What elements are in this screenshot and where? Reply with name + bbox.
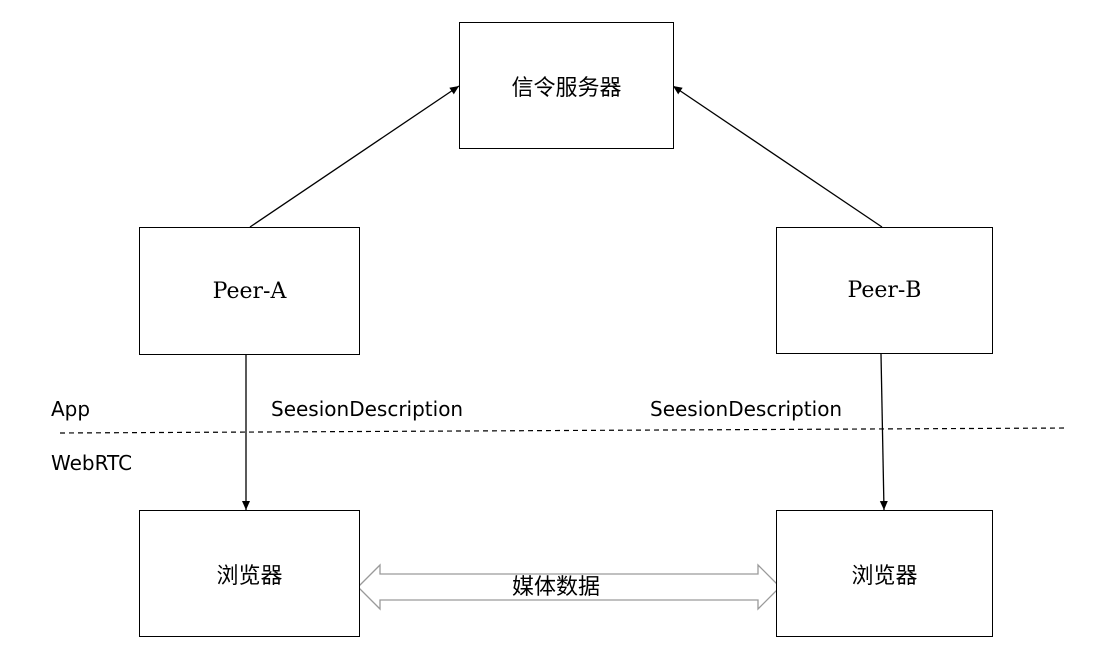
peer-b-box: Peer-B bbox=[776, 227, 993, 354]
peer-b-label: Peer-B bbox=[847, 278, 922, 303]
peer-a-label: Peer-A bbox=[212, 278, 287, 304]
session-description-left-label: SeesionDescription bbox=[271, 397, 464, 421]
peer-a-box: Peer-A bbox=[139, 227, 360, 355]
session-description-right-label: SeesionDescription bbox=[650, 397, 843, 421]
signaling-server-label: 信令服务器 bbox=[511, 75, 622, 101]
edge-peer-a-to-server bbox=[249, 85, 460, 228]
browser-b-box: 浏览器 bbox=[776, 510, 993, 637]
signaling-server-box: 信令服务器 bbox=[459, 22, 674, 149]
browser-a-label: 浏览器 bbox=[216, 563, 283, 589]
app-layer-label: App bbox=[51, 397, 91, 421]
browser-a-box: 浏览器 bbox=[139, 510, 360, 637]
layer-boundary-line bbox=[59, 427, 1069, 434]
webrtc-layer-label: WebRTC bbox=[51, 451, 133, 475]
edge-peer-b-to-server bbox=[672, 85, 883, 228]
media-data-label: 媒体数据 bbox=[512, 575, 601, 600]
edge-peer-b-to-browser bbox=[879, 353, 888, 511]
browser-b-label: 浏览器 bbox=[851, 563, 918, 589]
